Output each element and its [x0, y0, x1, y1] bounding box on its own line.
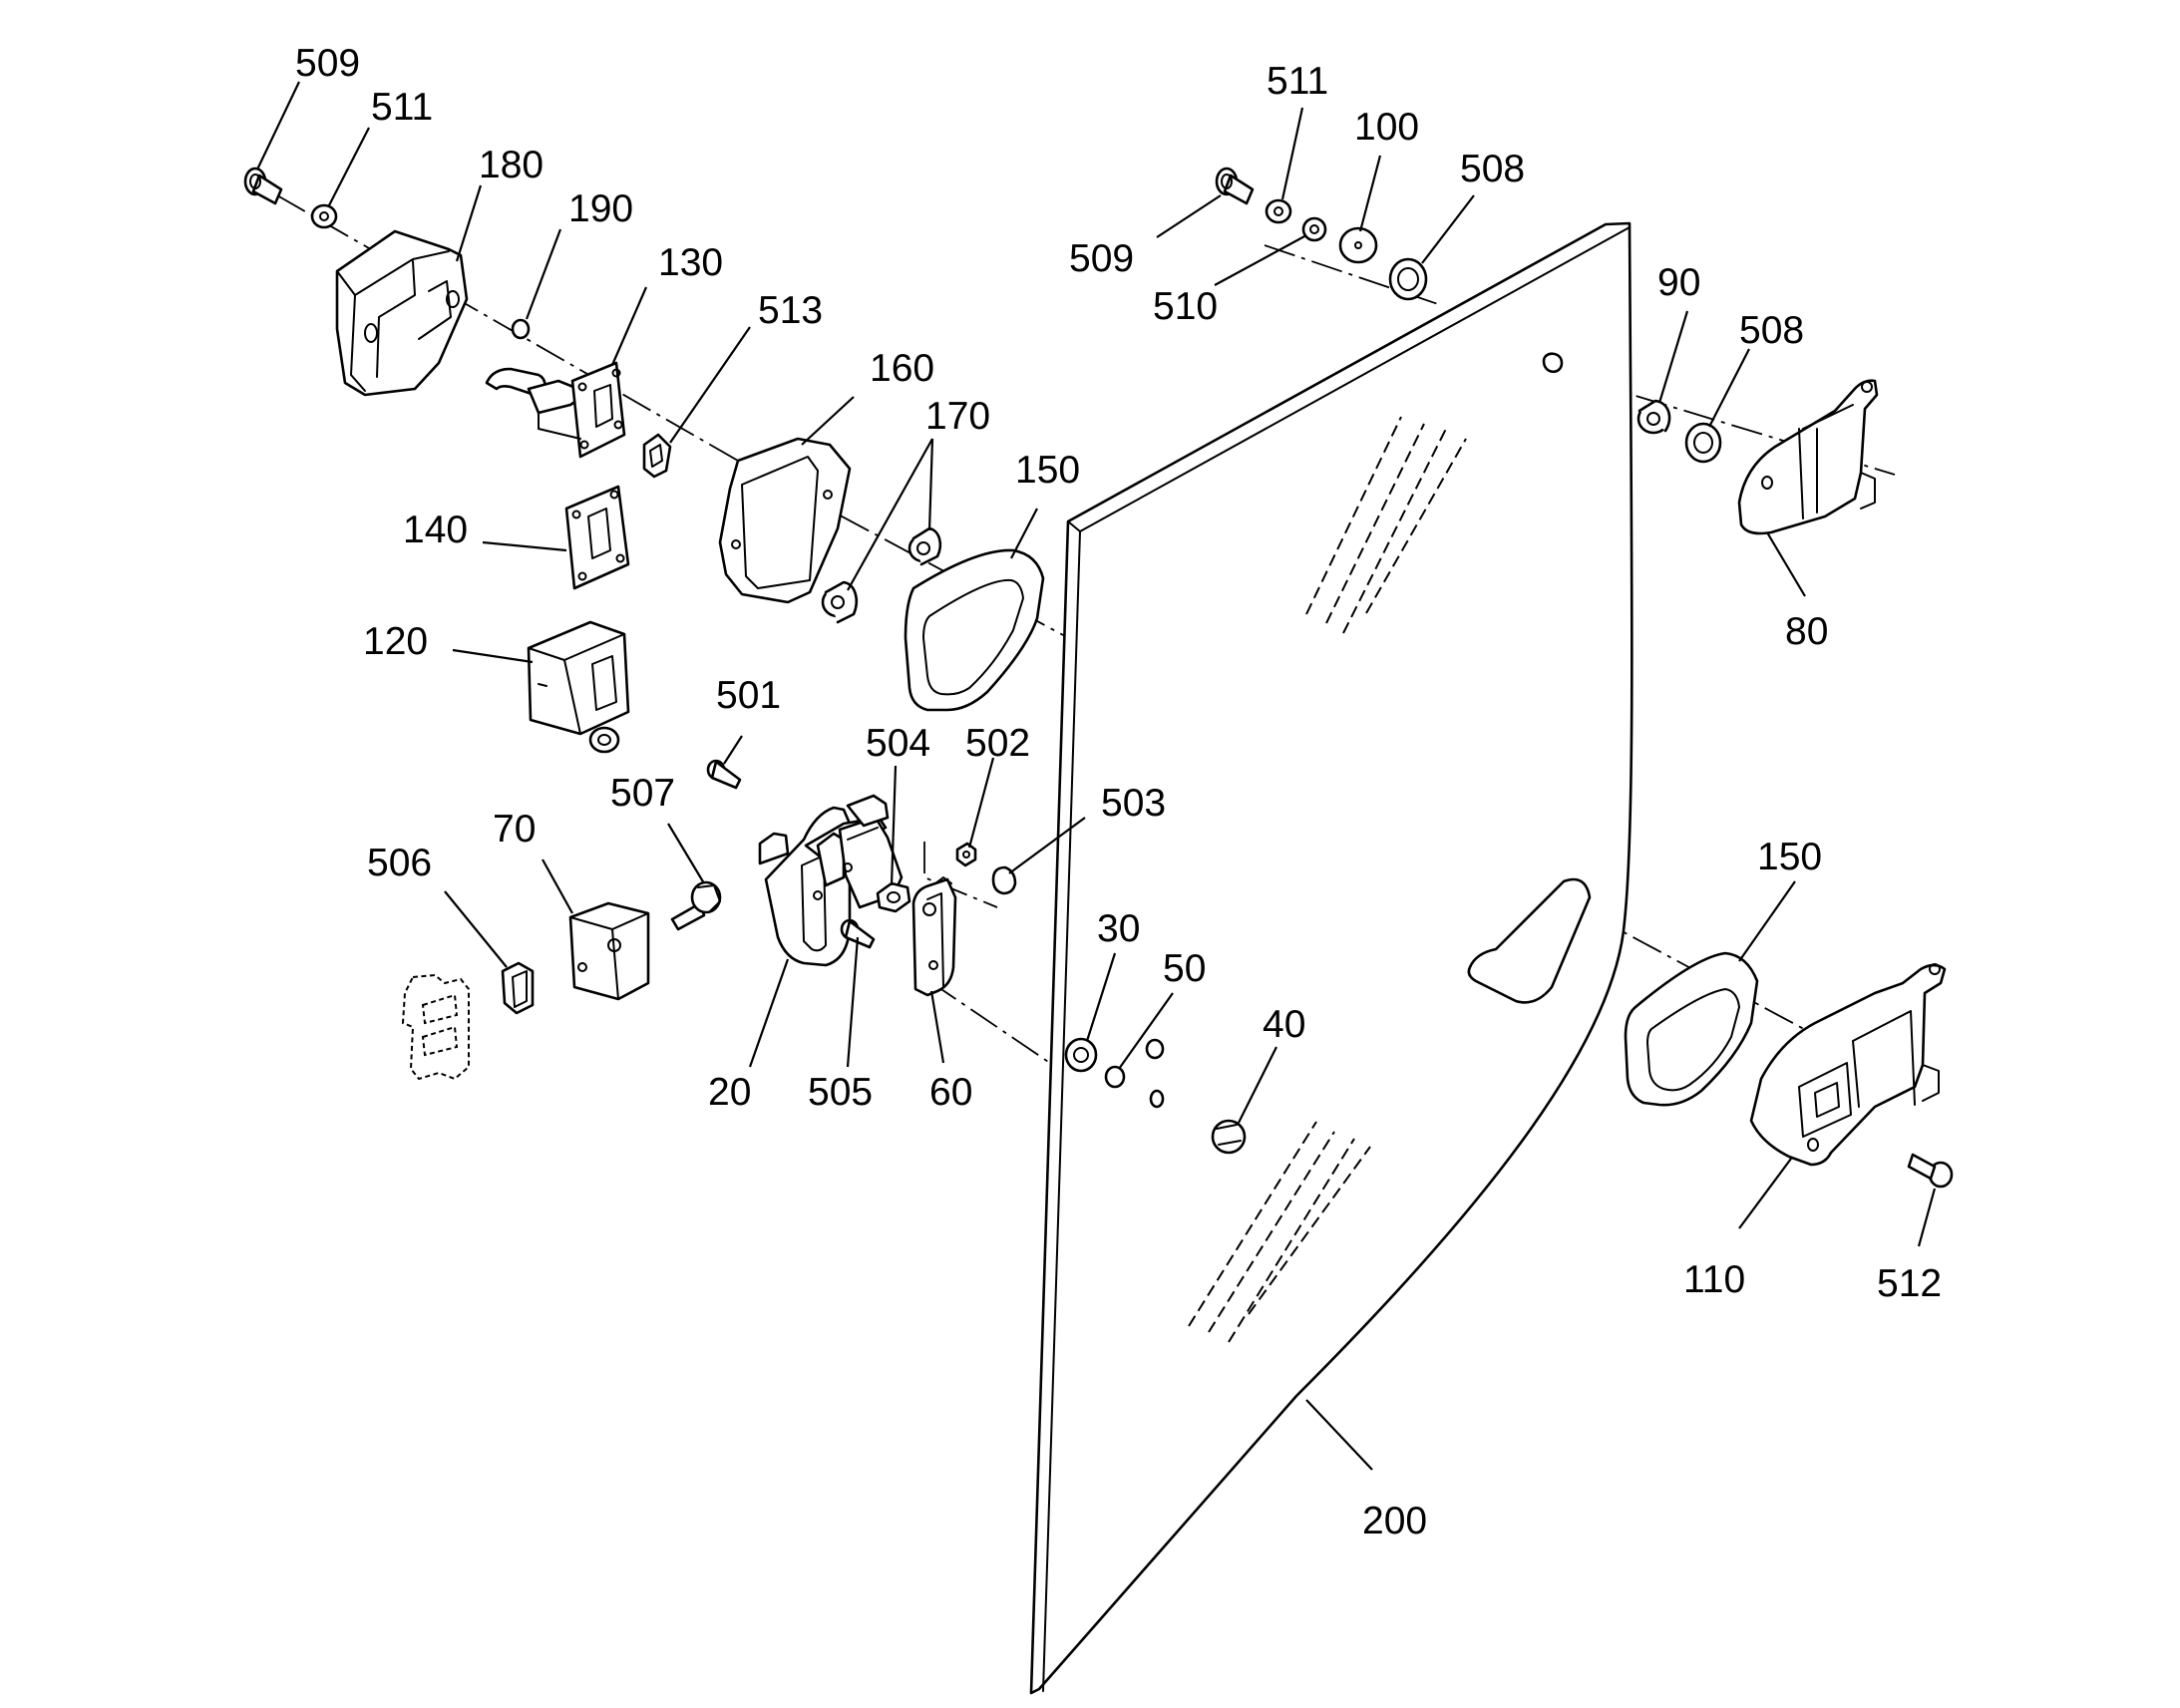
callout-501: 501	[716, 674, 781, 717]
washers-50	[1104, 1038, 1165, 1109]
callout-509-left: 509	[295, 42, 360, 85]
hinge-80	[1737, 379, 1879, 535]
clip-513	[642, 433, 672, 479]
washer-30	[1064, 1037, 1098, 1073]
washer-508-upper	[1388, 257, 1428, 301]
callout-120: 120	[363, 620, 428, 663]
callout-150-right: 150	[1757, 836, 1822, 878]
bushing-170-upper	[908, 526, 942, 566]
callout-503: 503	[1101, 782, 1166, 825]
callout-504: 504	[866, 722, 930, 765]
callout-513: 513	[758, 289, 823, 332]
callout-30: 30	[1097, 907, 1140, 950]
callout-507: 507	[610, 772, 675, 815]
callout-200: 200	[1362, 1500, 1427, 1542]
callout-502: 502	[965, 722, 1030, 765]
callout-150-left: 150	[1015, 449, 1080, 492]
handle-20	[758, 794, 904, 967]
hidden-bracket	[401, 973, 470, 1081]
screw-512	[1907, 1153, 1954, 1189]
cover-160	[718, 437, 852, 604]
latch-130	[485, 361, 626, 459]
callout-508-right: 508	[1739, 309, 1804, 352]
bracket-180	[335, 229, 469, 397]
gasket-150-right	[1624, 951, 1759, 1107]
callout-180: 180	[479, 144, 544, 186]
callout-512: 512	[1877, 1262, 1942, 1305]
block-70	[568, 901, 650, 1001]
nut-502	[955, 842, 977, 867]
callout-160: 160	[870, 347, 934, 390]
screw-501	[706, 759, 742, 790]
housing-120	[527, 620, 630, 754]
callout-509-right: 509	[1069, 237, 1134, 280]
plate-140	[564, 485, 630, 590]
glass-panel-200	[1029, 221, 1634, 1695]
bolt-507	[670, 880, 722, 931]
washer-510	[1301, 216, 1327, 242]
screw-509-right	[1215, 167, 1255, 205]
callout-170: 170	[925, 395, 990, 438]
callout-130: 130	[658, 241, 723, 284]
callout-60: 60	[929, 1071, 972, 1114]
callout-511-left: 511	[371, 86, 433, 129]
screw-509-left	[243, 167, 283, 205]
callout-505: 505	[808, 1071, 873, 1114]
callout-90: 90	[1657, 261, 1700, 304]
callout-511-right: 511	[1267, 60, 1328, 103]
callout-110: 110	[1683, 1258, 1745, 1301]
callout-40: 40	[1263, 1003, 1305, 1046]
washer-508-right	[1684, 422, 1722, 464]
screw-505	[840, 918, 876, 949]
callout-labels: 509 511 180 190 130 513 160 170 150 140 …	[295, 42, 1942, 1542]
nut-40	[1211, 1119, 1247, 1155]
callout-140: 140	[403, 509, 468, 551]
plate-60	[911, 876, 957, 997]
callout-510: 510	[1153, 285, 1218, 328]
callout-70: 70	[493, 808, 536, 851]
gasket-150-left	[904, 548, 1045, 712]
callout-20: 20	[708, 1071, 751, 1114]
callout-190: 190	[568, 187, 633, 230]
bushing-90	[1636, 399, 1671, 435]
bracket-110	[1749, 963, 1947, 1167]
callout-50: 50	[1163, 947, 1206, 990]
washer-511-left	[310, 203, 338, 229]
callout-508-upper: 508	[1460, 148, 1525, 190]
nut-190	[511, 318, 531, 340]
leader-lines	[256, 81, 1937, 1471]
callout-80: 80	[1785, 610, 1828, 653]
washer-100	[1338, 226, 1378, 264]
washer-511-right	[1265, 198, 1292, 224]
callout-100: 100	[1354, 106, 1419, 149]
callout-506: 506	[367, 842, 432, 884]
bushing-170-lower	[821, 580, 858, 624]
clip-506	[501, 961, 535, 1015]
